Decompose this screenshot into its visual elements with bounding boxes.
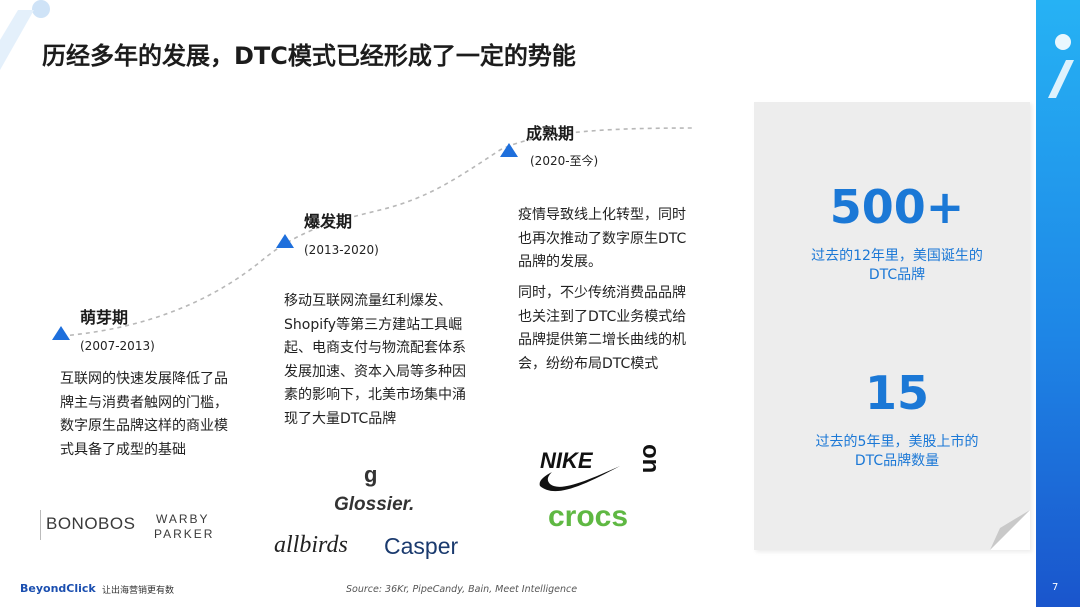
stage-1-years: (2007-2013): [80, 339, 155, 353]
page-curl-corner: [990, 510, 1030, 550]
stat-1-value: 500+: [829, 180, 965, 234]
right-sidebar-bar: [1036, 0, 1080, 607]
stage-2-years: (2013-2020): [304, 243, 379, 257]
allbirds-logo: allbirds: [274, 532, 348, 558]
stage-3-description-2: 同时，不少传统消费品品牌也关注到了DTC业务模式给品牌提供第二增长曲线的机会，纷…: [518, 285, 687, 372]
stat-2-caption-line1: 过去的5年里，美股上市的: [815, 434, 979, 450]
stat-2-caption-line2: DTC品牌数量: [854, 453, 940, 469]
casper-logo: Casper: [384, 533, 459, 559]
stage-3-description-1: 疫情导致线上化转型，同时也再次推动了数字原生DTC品牌的发展。: [518, 207, 687, 270]
glossier-logo: Glossier.: [334, 494, 415, 515]
stage-marker-icon: [52, 326, 70, 340]
logo-divider: [40, 510, 41, 540]
warby-parker-logo-line1: WARBY: [156, 512, 210, 526]
stat-1-caption-line1: 过去的12年里，美国诞生的: [811, 248, 983, 264]
footer-slogan: 让出海营销更有数: [102, 586, 175, 596]
footer-brand-logo: BeyondClick: [20, 582, 96, 595]
stage-2-description: 移动互联网流量红利爆发、Shopify等第三方建站工具崛起、电商支付与物流配套体…: [284, 293, 466, 427]
stage-3-name: 成熟期: [526, 124, 575, 143]
bonobos-logo: BONOBOS: [46, 514, 136, 533]
stage-2-name: 爆发期: [304, 212, 353, 231]
crocs-logo: crocs: [548, 500, 629, 533]
glossier-g-logo: g: [364, 462, 378, 487]
nike-swoosh-icon: [539, 466, 620, 492]
page-title: 历经多年的发展，DTC模式已经形成了一定的势能: [42, 42, 576, 70]
stat-2-value: 15: [864, 366, 929, 420]
source-note: Source: 36Kr, PipeCandy, Bain, Meet Inte…: [346, 584, 578, 595]
stage-1-description: 互联网的快速发展降低了品牌主与消费者触网的门槛，数字原生品牌这样的商业模式具备了…: [60, 371, 228, 458]
stat-1-caption-line2: DTC品牌: [868, 267, 926, 283]
growth-curve: [61, 127, 696, 337]
warby-parker-logo-line2: PARKER: [154, 527, 215, 541]
page-number: 7: [1052, 582, 1059, 593]
stage-3-years: (2020-至今): [530, 154, 599, 168]
on-logo: on: [637, 444, 664, 474]
stage-marker-icon: [276, 234, 294, 248]
stats-panel: [754, 102, 1030, 550]
stage-marker-icon: [500, 143, 518, 157]
stage-1-name: 萌芽期: [80, 308, 129, 327]
nike-logo: NIKE: [540, 448, 593, 473]
sidebar-accent-icon: [1048, 34, 1074, 98]
